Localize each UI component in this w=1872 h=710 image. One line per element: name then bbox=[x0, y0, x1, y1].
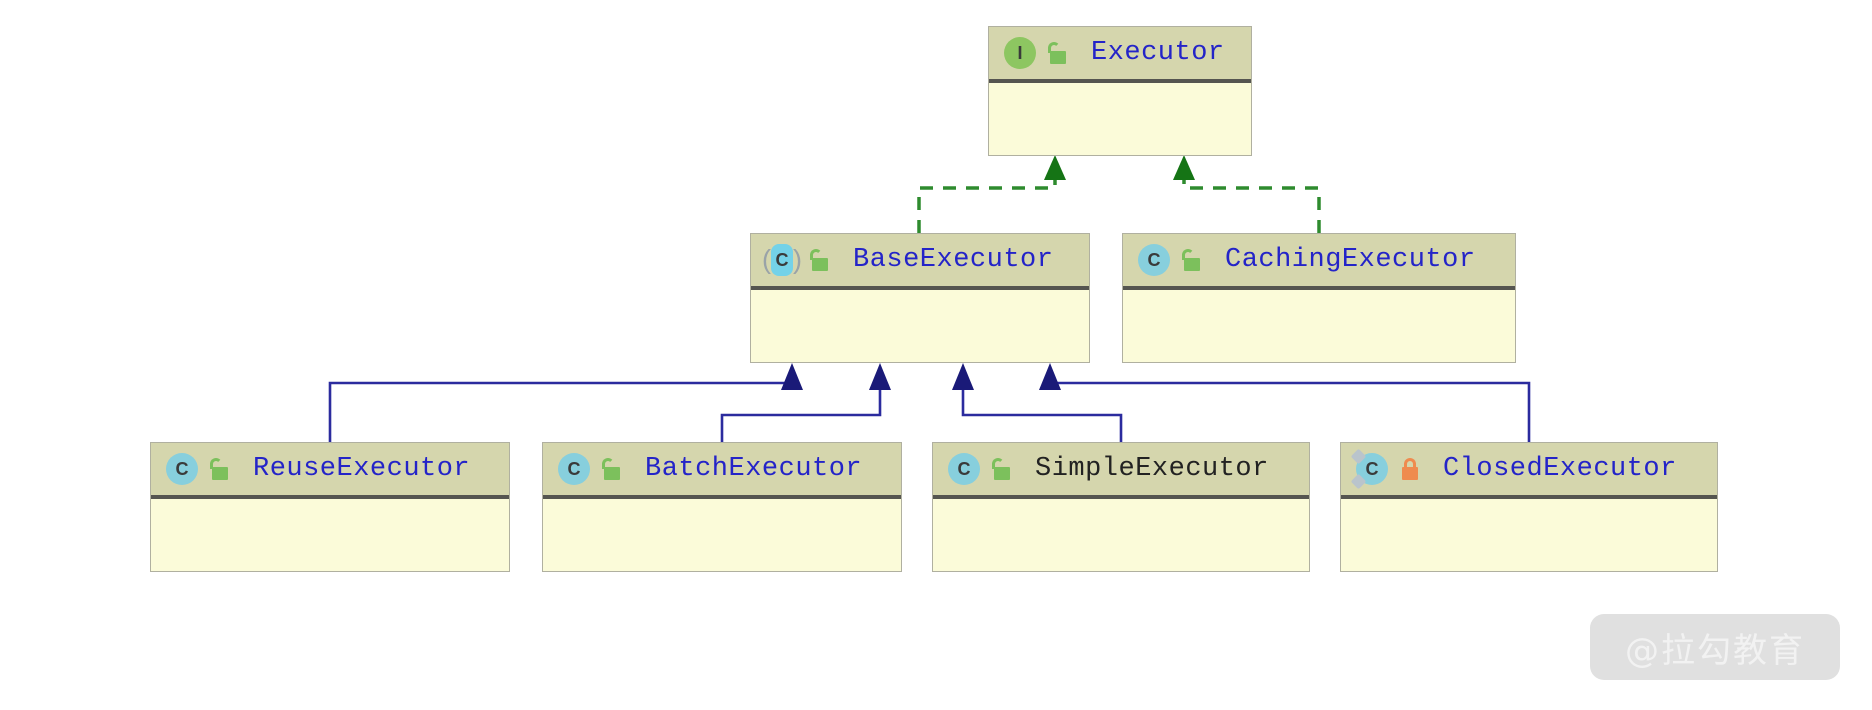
watermark-text: @拉勾教育 bbox=[1625, 630, 1805, 671]
class-icon: C bbox=[947, 452, 981, 486]
uml-node-header: I Executor bbox=[989, 27, 1251, 83]
uml-node-header: C SimpleExecutor bbox=[933, 443, 1309, 499]
uml-node-header: C CachingExecutor bbox=[1123, 234, 1515, 290]
uml-node-title: ReuseExecutor bbox=[253, 454, 471, 484]
uml-node-closed-executor[interactable]: C ClosedExecutor bbox=[1340, 442, 1718, 572]
open-padlock-icon bbox=[209, 456, 231, 482]
uml-node-title: Executor bbox=[1091, 38, 1225, 68]
uml-node-members bbox=[989, 83, 1251, 153]
open-padlock-icon bbox=[809, 247, 831, 273]
uml-node-executor[interactable]: I Executor bbox=[988, 26, 1252, 156]
uml-node-members bbox=[1341, 499, 1717, 569]
uml-node-members bbox=[751, 290, 1089, 360]
edge-reuse-extends-base[interactable] bbox=[328, 363, 803, 442]
edge-batch-extends-base[interactable] bbox=[720, 363, 891, 442]
open-padlock-icon bbox=[601, 456, 623, 482]
uml-node-header: ( C ) BaseExecutor bbox=[751, 234, 1089, 290]
open-padlock-icon bbox=[991, 456, 1013, 482]
open-padlock-icon bbox=[1047, 40, 1069, 66]
uml-node-title: BatchExecutor bbox=[645, 454, 863, 484]
uml-node-members bbox=[543, 499, 901, 569]
uml-node-title: CachingExecutor bbox=[1225, 245, 1476, 275]
uml-node-members bbox=[1123, 290, 1515, 360]
class-icon: C bbox=[165, 452, 199, 486]
uml-node-title: SimpleExecutor bbox=[1035, 454, 1269, 484]
class-icon: C bbox=[1137, 243, 1171, 277]
uml-node-caching-executor[interactable]: C CachingExecutor bbox=[1122, 233, 1516, 363]
interface-icon: I bbox=[1003, 36, 1037, 70]
closed-padlock-icon bbox=[1399, 456, 1421, 482]
edge-simple-extends-base[interactable] bbox=[952, 363, 1123, 442]
static-class-icon: C bbox=[1350, 448, 1389, 490]
uml-node-members bbox=[933, 499, 1309, 569]
uml-node-base-executor[interactable]: ( C ) BaseExecutor bbox=[750, 233, 1090, 363]
class-icon: C bbox=[557, 452, 591, 486]
abstract-class-icon: ( C ) bbox=[762, 244, 802, 276]
uml-node-header: C ClosedExecutor bbox=[1341, 443, 1717, 499]
uml-node-title: ClosedExecutor bbox=[1443, 454, 1677, 484]
watermark: @拉勾教育 bbox=[1590, 614, 1840, 680]
uml-node-header: C ReuseExecutor bbox=[151, 443, 509, 499]
edge-base-implements-executor[interactable] bbox=[917, 155, 1066, 233]
edge-closed-extends-base[interactable] bbox=[1039, 363, 1531, 442]
open-padlock-icon bbox=[1181, 247, 1203, 273]
edge-caching-implements-executor[interactable] bbox=[1173, 155, 1321, 233]
uml-node-header: C BatchExecutor bbox=[543, 443, 901, 499]
uml-node-reuse-executor[interactable]: C ReuseExecutor bbox=[150, 442, 510, 572]
uml-node-members bbox=[151, 499, 509, 569]
uml-node-simple-executor[interactable]: C SimpleExecutor bbox=[932, 442, 1310, 572]
uml-node-title: BaseExecutor bbox=[853, 245, 1054, 275]
uml-node-batch-executor[interactable]: C BatchExecutor bbox=[542, 442, 902, 572]
